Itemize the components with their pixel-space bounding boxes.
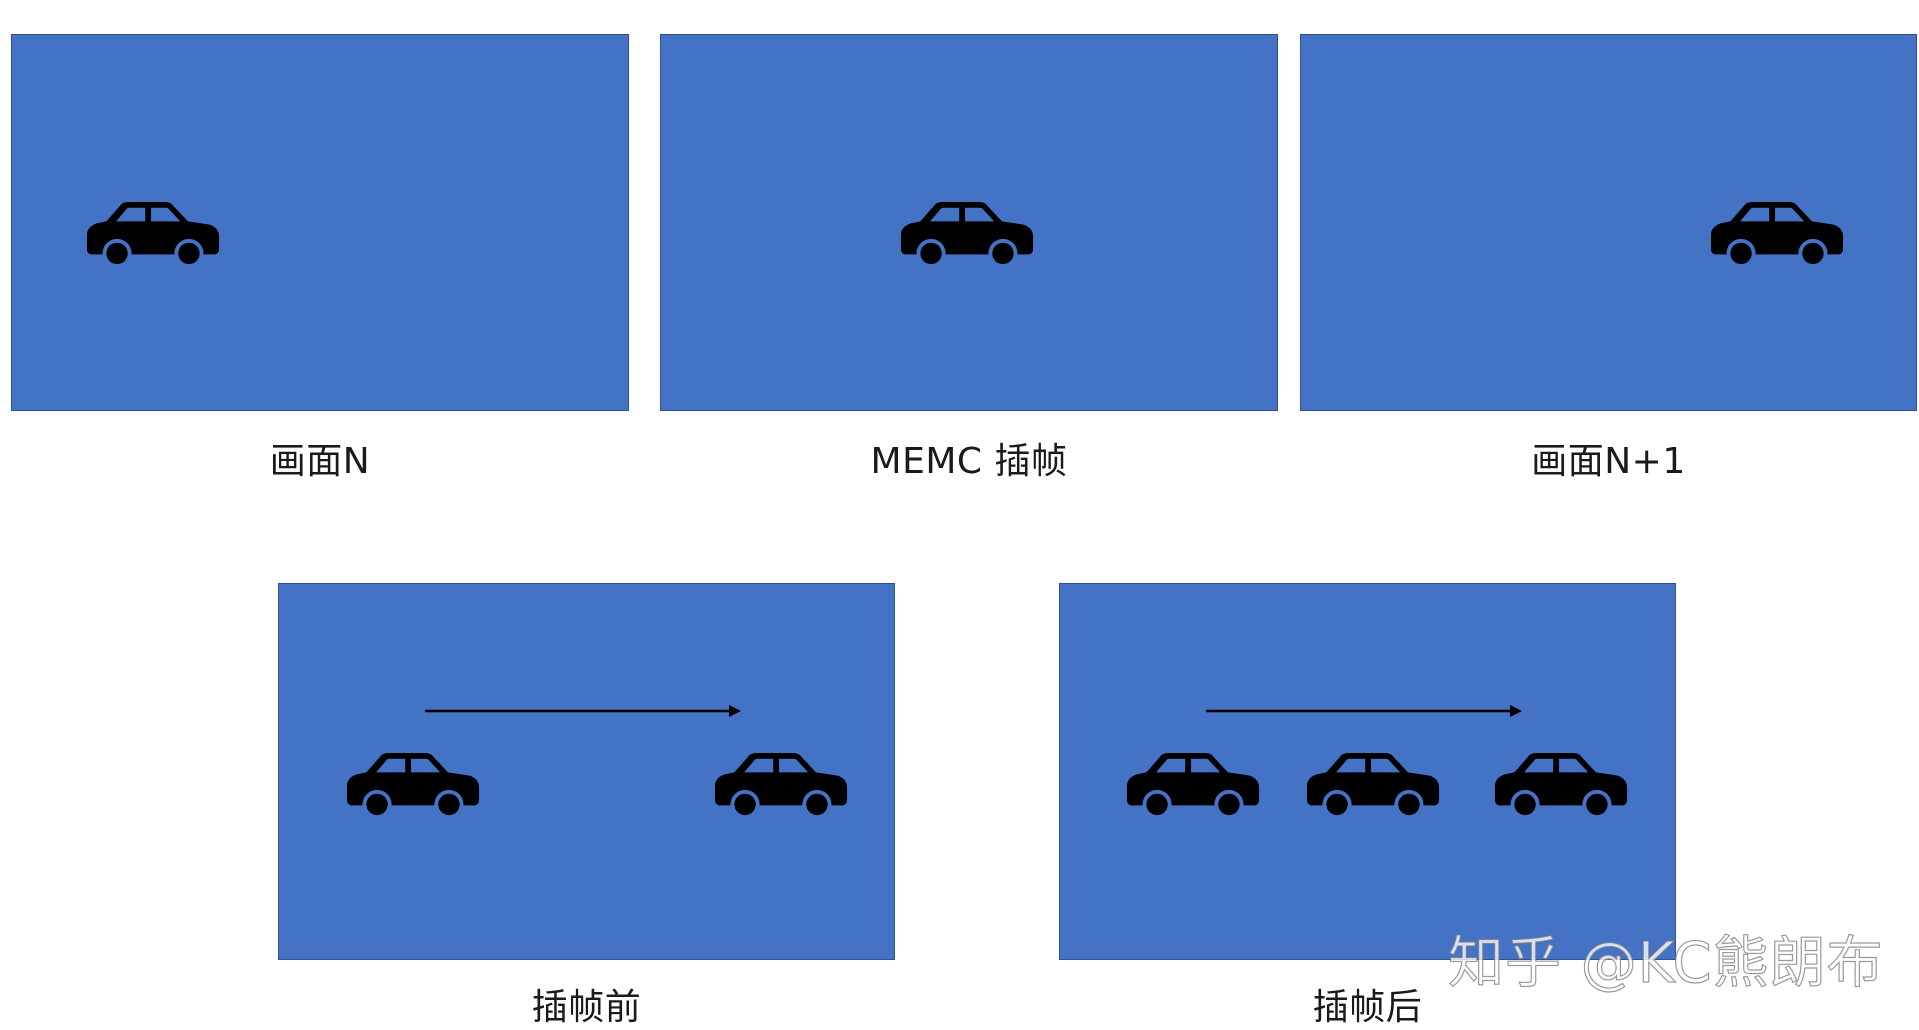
frame-n-caption: 画面N — [269, 441, 371, 482]
after-caption: 插帧后 — [1312, 987, 1423, 1028]
car-icon — [899, 200, 1035, 268]
frame-n1-caption: 画面N+1 — [1531, 441, 1686, 482]
car-icon — [1305, 751, 1441, 819]
frame-n-panel — [11, 34, 629, 411]
car-icon — [713, 751, 849, 819]
car-icon — [1709, 200, 1845, 268]
frame-n1-panel — [1300, 34, 1917, 411]
after-interpolation-panel — [1059, 583, 1676, 960]
memc-caption: MEMC 插帧 — [870, 441, 1068, 482]
before-caption: 插帧前 — [531, 987, 642, 1028]
zhihu-watermark: 知乎 @KC熊朗布 — [1447, 930, 1884, 996]
car-icon — [345, 751, 481, 819]
right-arrow-icon — [425, 704, 741, 718]
before-interpolation-panel — [278, 583, 895, 960]
car-icon — [1125, 751, 1261, 819]
memc-frame-panel — [660, 34, 1278, 411]
car-icon — [1493, 751, 1629, 819]
right-arrow-icon — [1206, 704, 1522, 718]
car-icon — [85, 200, 221, 268]
